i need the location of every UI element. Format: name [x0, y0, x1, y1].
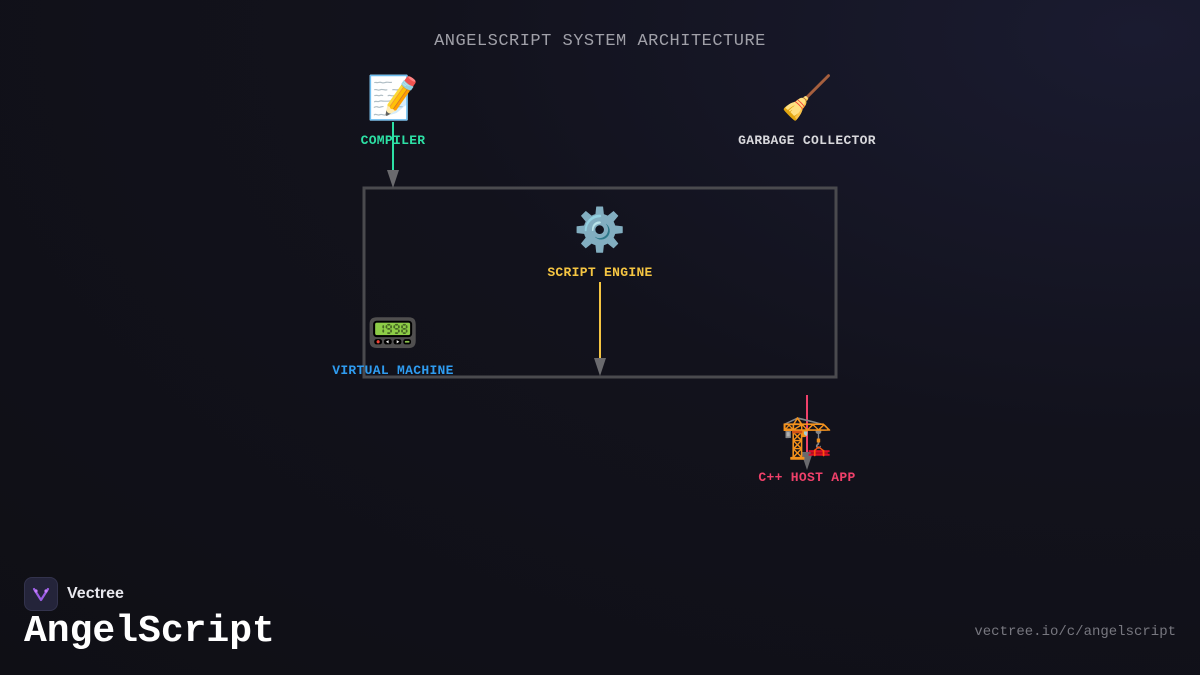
diagram-title: ANGELSCRIPT SYSTEM ARCHITECTURE	[434, 32, 766, 51]
vectree-logo-icon	[24, 577, 58, 611]
script-engine-container	[362, 186, 838, 379]
compiler-label: COMPILER	[360, 133, 426, 148]
gear-icon: ⚙️	[573, 205, 627, 254]
node-host-app: 🏗️ C++ HOST APP	[742, 412, 872, 485]
virtual-machine-label: VIRTUAL MACHINE	[332, 363, 454, 378]
arrowhead-engine-to-host	[801, 452, 813, 470]
garbage-collector-label: GARBAGE COLLECTOR	[738, 133, 876, 148]
node-compiler: 📝 COMPILER	[343, 73, 443, 148]
arrowhead-compiler-to-engine	[387, 170, 399, 188]
host-app-label: C++ HOST APP	[758, 470, 856, 485]
node-script-engine: ⚙️ SCRIPT ENGINE	[530, 205, 670, 280]
construction-crane-icon: 🏗️	[780, 412, 834, 461]
pager-icon: 📟	[366, 308, 420, 357]
script-engine-label: SCRIPT ENGINE	[547, 265, 653, 280]
brand-name: Vectree	[67, 585, 124, 602]
node-virtual-machine: 📟 VIRTUAL MACHINE	[318, 308, 468, 378]
node-garbage-collector: 🧹 GARBAGE COLLECTOR	[717, 73, 897, 148]
brand: Vectree	[24, 577, 124, 611]
product-title: AngelScript	[24, 610, 275, 653]
broom-icon: 🧹	[780, 73, 834, 122]
memo-icon: 📝	[366, 73, 420, 122]
source-url[interactable]: vectree.io/c/angelscript	[974, 624, 1176, 640]
arrowhead-engine-to-vm	[594, 358, 606, 376]
